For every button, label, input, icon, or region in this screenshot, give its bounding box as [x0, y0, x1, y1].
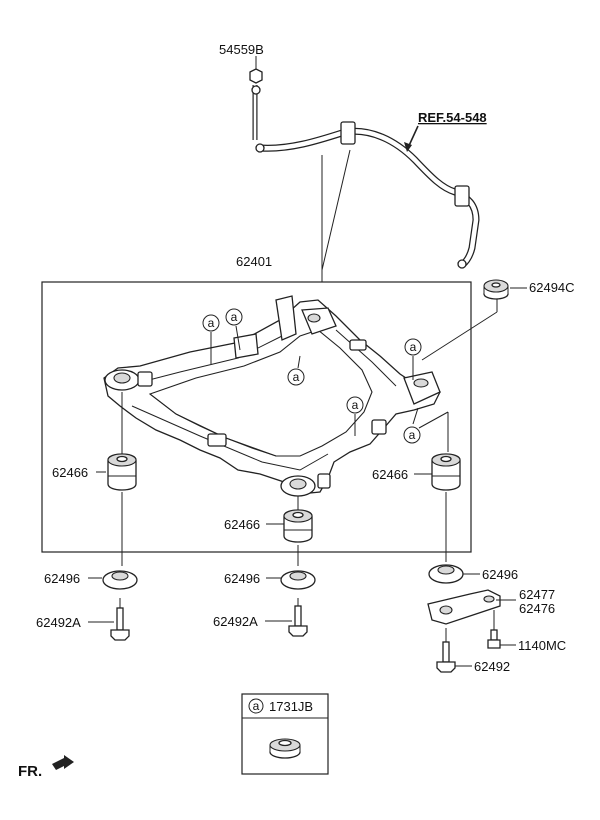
- svg-text:a: a: [231, 310, 238, 324]
- legend-box: a 1731JB: [241, 693, 329, 775]
- svg-text:a: a: [410, 340, 417, 354]
- front-direction-indicator: FR.: [18, 755, 74, 780]
- bushing-62494c: [483, 279, 527, 300]
- label-ref[interactable]: REF.54-548: [418, 110, 487, 125]
- center-mount-stack: [265, 496, 316, 637]
- stabilizer-bar: [255, 121, 480, 269]
- label-62466-left: 62466: [52, 465, 88, 480]
- label-62466-center: 62466: [224, 517, 260, 532]
- callout-a-2: a: [225, 308, 243, 326]
- crossmember: [103, 295, 441, 497]
- label-62496-right: 62496: [482, 567, 518, 582]
- label-62492: 62492: [474, 659, 510, 674]
- svg-text:a: a: [293, 370, 300, 384]
- callout-a-1: a: [202, 314, 220, 332]
- nut-54559b: [249, 68, 263, 84]
- front-arrow-icon: [52, 755, 74, 770]
- svg-text:a: a: [208, 316, 215, 330]
- ref-arrow: [404, 125, 419, 152]
- stabilizer-link: [249, 56, 263, 140]
- legend-code: 1731JB: [269, 699, 313, 714]
- fr-label: FR.: [18, 763, 42, 780]
- svg-text:a: a: [409, 428, 416, 442]
- callout-a-5: a: [404, 338, 422, 356]
- label-62492a-left: 62492A: [36, 615, 81, 630]
- left-mount-stack: [88, 392, 138, 641]
- assembly-frame: [41, 281, 472, 553]
- label-62476: 62476: [519, 601, 555, 616]
- label-62466-right: 62466: [372, 467, 408, 482]
- label-54559b: 54559B: [219, 42, 264, 57]
- svg-text:a: a: [253, 699, 260, 713]
- callout-a-4: a: [346, 396, 364, 414]
- label-62494c: 62494C: [529, 280, 575, 295]
- label-62496-center: 62496: [224, 571, 260, 586]
- callout-markers: a a a a a a: [202, 296, 498, 452]
- label-62401: 62401: [236, 254, 272, 269]
- label-62477: 62477: [519, 587, 555, 602]
- svg-text:a: a: [352, 398, 359, 412]
- legend-symbol: a: [248, 698, 264, 714]
- right-mount-stack: [414, 453, 516, 673]
- callout-a-6: a: [403, 426, 421, 444]
- label-62492a-center: 62492A: [213, 614, 258, 629]
- callout-a-3: a: [287, 368, 305, 386]
- label-62496-left: 62496: [44, 571, 80, 586]
- label-1140mc: 1140MC: [518, 638, 566, 653]
